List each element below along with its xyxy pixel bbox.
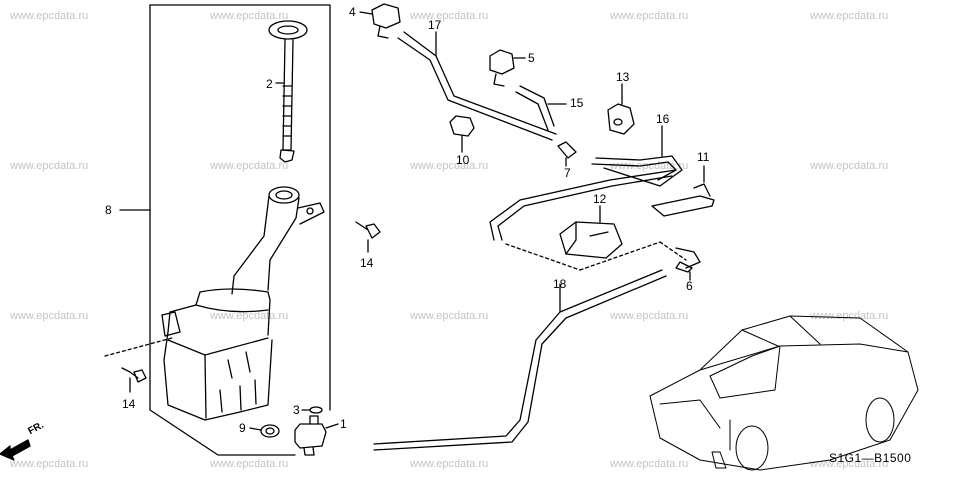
hose-16 <box>591 125 683 187</box>
callout-12: 12 <box>593 192 607 206</box>
hose-joint-6 <box>675 247 701 281</box>
callout-15: 15 <box>570 96 584 110</box>
watermark: www.epcdata.ru <box>10 10 89 22</box>
callout-5: 5 <box>528 51 535 65</box>
watermark: www.epcdata.ru <box>810 10 889 22</box>
washer-nozzle-5 <box>489 49 526 87</box>
hose-clip-10 <box>449 115 475 153</box>
level-gauge <box>268 20 308 163</box>
callout-9: 9 <box>239 421 246 435</box>
callout-11: 11 <box>697 150 710 164</box>
motor-unit-12 <box>559 205 623 259</box>
bolt-left <box>104 337 173 393</box>
watermark: www.epcdata.ru <box>610 310 689 322</box>
watermark: www.epcdata.ru <box>610 10 689 22</box>
callout-17: 17 <box>428 18 442 32</box>
callout-4: 4 <box>349 5 356 19</box>
check-valve-13 <box>607 83 635 135</box>
callout-3: 3 <box>293 403 300 417</box>
watermark: www.epcdata.ru <box>210 458 289 470</box>
hose-17 <box>397 31 557 141</box>
grommet <box>249 424 280 438</box>
callout-18: 18 <box>553 277 567 291</box>
callout-10: 10 <box>456 153 470 167</box>
callout-2: 2 <box>266 77 273 91</box>
bolt-middle <box>355 221 381 253</box>
watermark: www.epcdata.ru <box>410 10 489 22</box>
callout-8: 8 <box>105 203 112 217</box>
hose-joint-7 <box>557 141 577 167</box>
callout-13: 13 <box>616 70 630 84</box>
guide-lines <box>505 241 687 271</box>
watermark: www.epcdata.ru <box>10 160 89 172</box>
watermark: www.epcdata.ru <box>410 310 489 322</box>
watermark: www.epcdata.ru <box>10 458 89 470</box>
diagram-code: S1G1—B1500 <box>829 451 912 465</box>
bracket-11 <box>651 165 715 217</box>
washer-pump <box>294 415 339 456</box>
watermark: www.epcdata.ru <box>10 310 89 322</box>
car-outline <box>649 315 919 471</box>
callout-16: 16 <box>656 112 670 126</box>
pump-seal <box>301 406 323 414</box>
watermark: www.epcdata.ru <box>610 458 689 470</box>
watermark: www.epcdata.ru <box>210 160 289 172</box>
callout-14-left: 14 <box>122 397 136 411</box>
callout-14-middle: 14 <box>360 256 374 270</box>
front-arrow-icon <box>0 439 31 461</box>
washer-reservoir <box>161 186 325 421</box>
watermark: www.epcdata.ru <box>410 160 489 172</box>
watermark: www.epcdata.ru <box>810 310 889 322</box>
watermark: www.epcdata.ru <box>210 10 289 22</box>
watermark: www.epcdata.ru <box>810 160 889 172</box>
callout-6: 6 <box>686 279 693 293</box>
watermark: www.epcdata.ru <box>810 458 889 470</box>
hose-18 <box>373 269 667 451</box>
assembly-outline <box>119 4 331 456</box>
callout-7: 7 <box>564 166 571 180</box>
callout-1: 1 <box>340 417 347 431</box>
washer-nozzle-4 <box>359 3 401 39</box>
hose-main <box>489 169 677 241</box>
hose-15 <box>515 85 567 131</box>
watermark: www.epcdata.ru <box>410 458 489 470</box>
